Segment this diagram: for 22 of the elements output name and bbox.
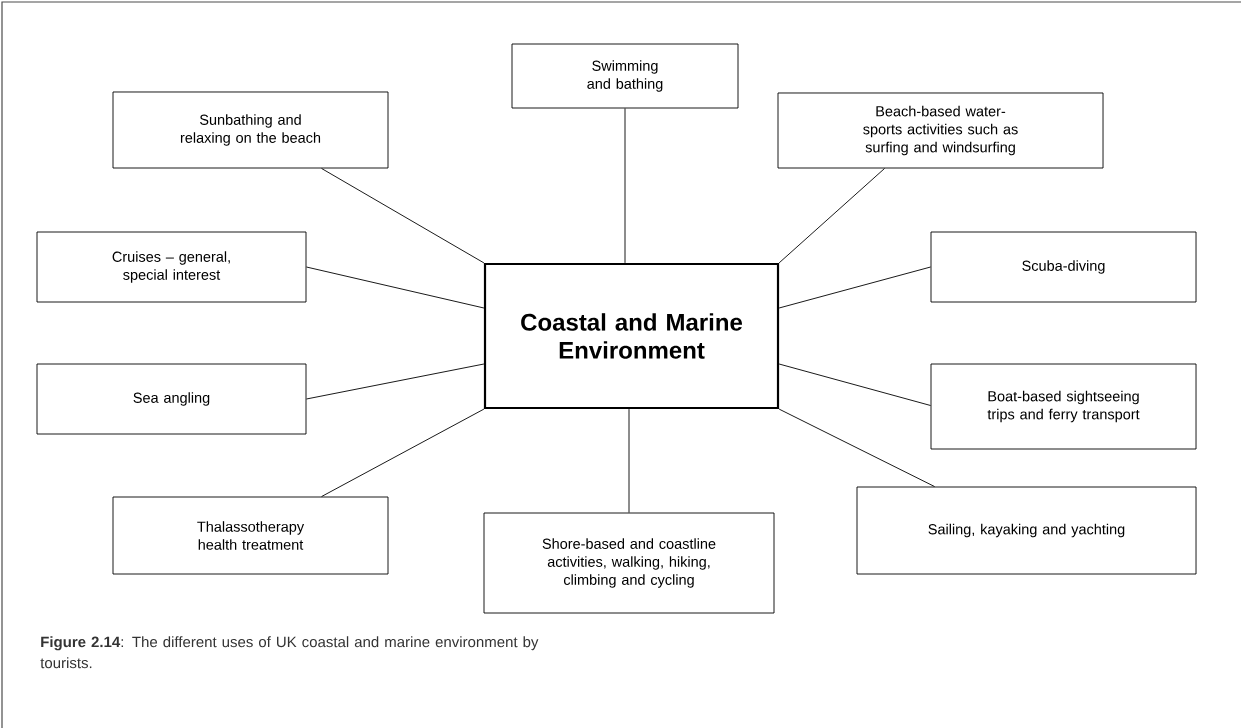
activity-box: Thalassotherapy health treatment <box>112 496 389 575</box>
connector-line <box>306 363 485 400</box>
connector-line <box>321 168 485 264</box>
connector-line <box>624 108 626 264</box>
activity-box: Scuba-diving <box>930 231 1197 303</box>
connector-line <box>628 408 630 513</box>
connector-line <box>778 408 935 487</box>
activity-box: Sea angling <box>36 363 307 435</box>
connector-line <box>306 266 485 309</box>
connector-line <box>778 266 931 309</box>
figure-caption: Figure 2.14: The different uses of UK coastal and marine environment by tourists. <box>40 636 539 669</box>
activity-box: Beach-based water-sports activities such as surfing and windsurfing <box>777 92 1104 169</box>
activity-box: Cruises – general, special interest <box>36 231 307 303</box>
central-box: Coastal and Marine Environment <box>483 262 780 410</box>
connector-line <box>778 363 931 406</box>
activity-box: Sailing, kayaking and yachting <box>856 486 1197 575</box>
activity-box: Swimming and bathing <box>511 43 739 109</box>
connector-line <box>321 408 485 497</box>
connector-line <box>778 168 885 264</box>
activity-box: Shore-based and coastline activities, walking, hiking, climbing and cycling <box>483 512 775 614</box>
activity-box: Boat-based sightseeing trips and ferry transport <box>930 363 1197 450</box>
activity-box: Sunbathing and relaxing on the beach <box>112 91 389 169</box>
